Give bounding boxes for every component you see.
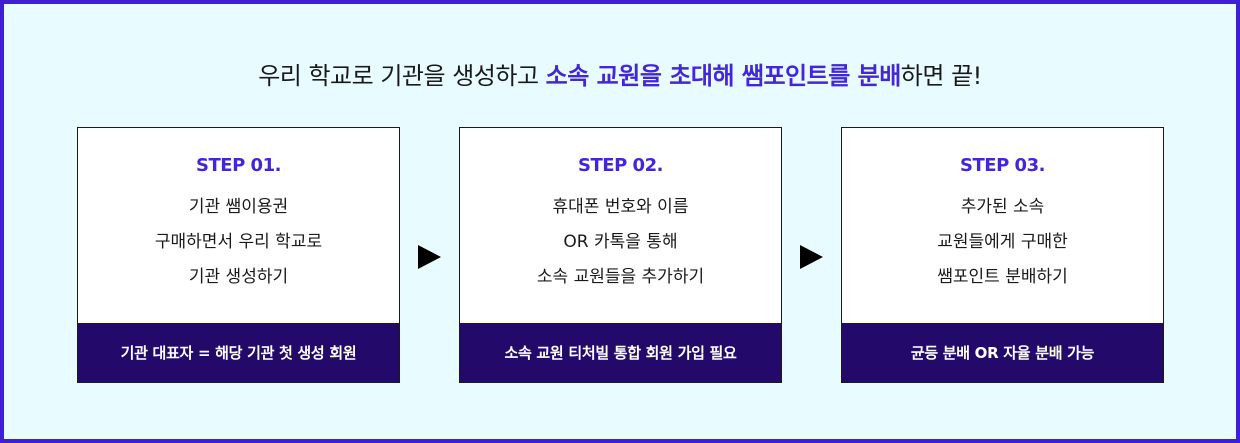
step-card-3: STEP 03. 추가된 소속 교원들에게 구매한 쌤포인트 분배하기 균등 분…	[841, 127, 1164, 383]
step-footer: 소속 교원 티처빌 통합 회원 가입 필요	[460, 323, 781, 382]
step-card-2: STEP 02. 휴대폰 번호와 이름 OR 카톡을 통해 소속 교원들을 추가…	[459, 127, 782, 383]
headline: 우리 학교로 기관을 생성하고 소속 교원을 초대해 쌤포인트를 분배하면 끝!	[0, 56, 1240, 91]
step-label: STEP 02.	[578, 155, 663, 176]
headline-prefix: 우리 학교로 기관을 생성하고	[258, 62, 546, 90]
step-line: OR 카톡을 통해	[563, 232, 678, 252]
step-line: 기관 생성하기	[188, 267, 289, 287]
arrow-right-icon	[800, 245, 823, 269]
step-line: 휴대폰 번호와 이름	[552, 197, 689, 217]
step-footer: 균등 분배 OR 자율 분배 가능	[842, 323, 1163, 382]
step-label: STEP 01.	[196, 155, 281, 176]
step-card-1: STEP 01. 기관 쌤이용권 구매하면서 우리 학교로 기관 생성하기 기관…	[77, 127, 400, 383]
step-line: 추가된 소속	[960, 197, 1045, 217]
headline-highlight: 소속 교원을 초대해 쌤포인트를 분배	[545, 62, 902, 90]
step-footer: 기관 대표자 = 해당 기관 첫 생성 회원	[78, 323, 399, 382]
step-line: 구매하면서 우리 학교로	[154, 232, 323, 252]
arrow-right-icon	[418, 245, 441, 269]
step-line: 소속 교원들을 추가하기	[536, 267, 705, 287]
step-label: STEP 03.	[960, 155, 1045, 176]
step-line: 기관 쌤이용권	[188, 197, 289, 217]
step-line: 교원들에게 구매한	[937, 232, 1068, 252]
step-line: 쌤포인트 분배하기	[937, 267, 1068, 287]
headline-suffix: 하면 끝!	[900, 62, 983, 90]
